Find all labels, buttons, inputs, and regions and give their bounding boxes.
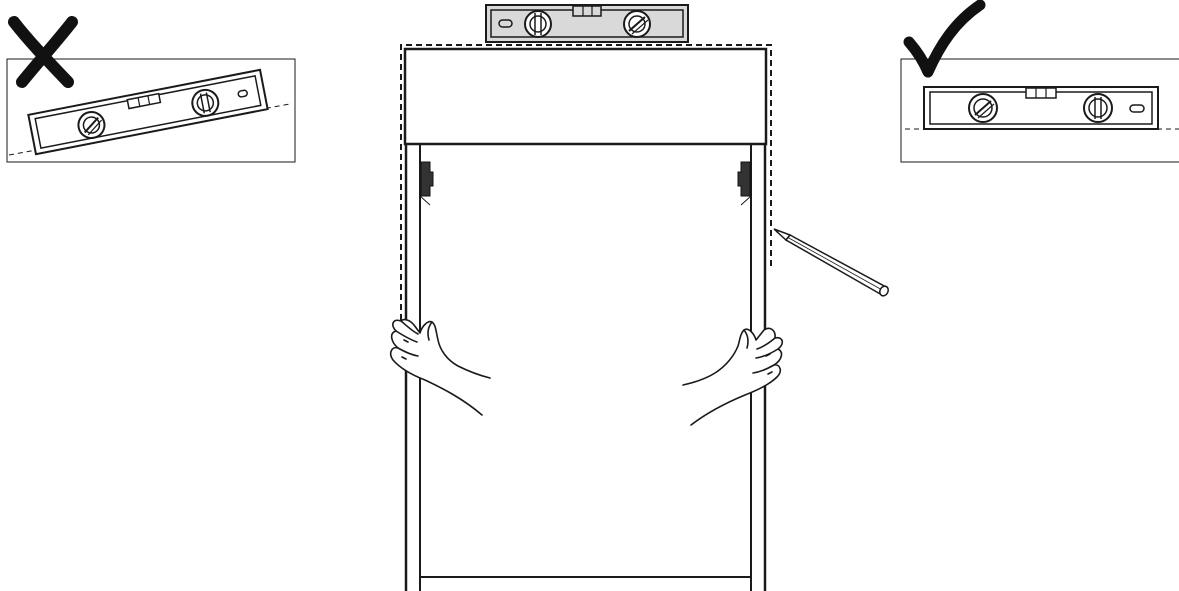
cabinet-top-box bbox=[403, 47, 768, 146]
incorrect-panel-frame bbox=[6, 58, 296, 163]
correct-panel-frame bbox=[900, 58, 1179, 163]
pencil-icon bbox=[773, 228, 889, 297]
level-spirit-level-icon bbox=[923, 86, 1159, 130]
right-hinge-bracket-icon bbox=[737, 161, 752, 206]
dashed-outline bbox=[400, 44, 772, 340]
correct-panel bbox=[900, 0, 1179, 163]
left-hinge-bracket-icon bbox=[419, 161, 434, 206]
right-hand-icon bbox=[682, 327, 784, 426]
tilted-spirit-level-icon bbox=[27, 68, 269, 156]
check-mark-icon bbox=[903, 0, 986, 78]
cross-mark-icon bbox=[8, 16, 78, 88]
cabinet-scene bbox=[390, 4, 889, 591]
top-spirit-level-icon bbox=[485, 4, 689, 43]
left-hand-icon bbox=[390, 318, 491, 416]
incorrect-panel bbox=[6, 16, 296, 163]
